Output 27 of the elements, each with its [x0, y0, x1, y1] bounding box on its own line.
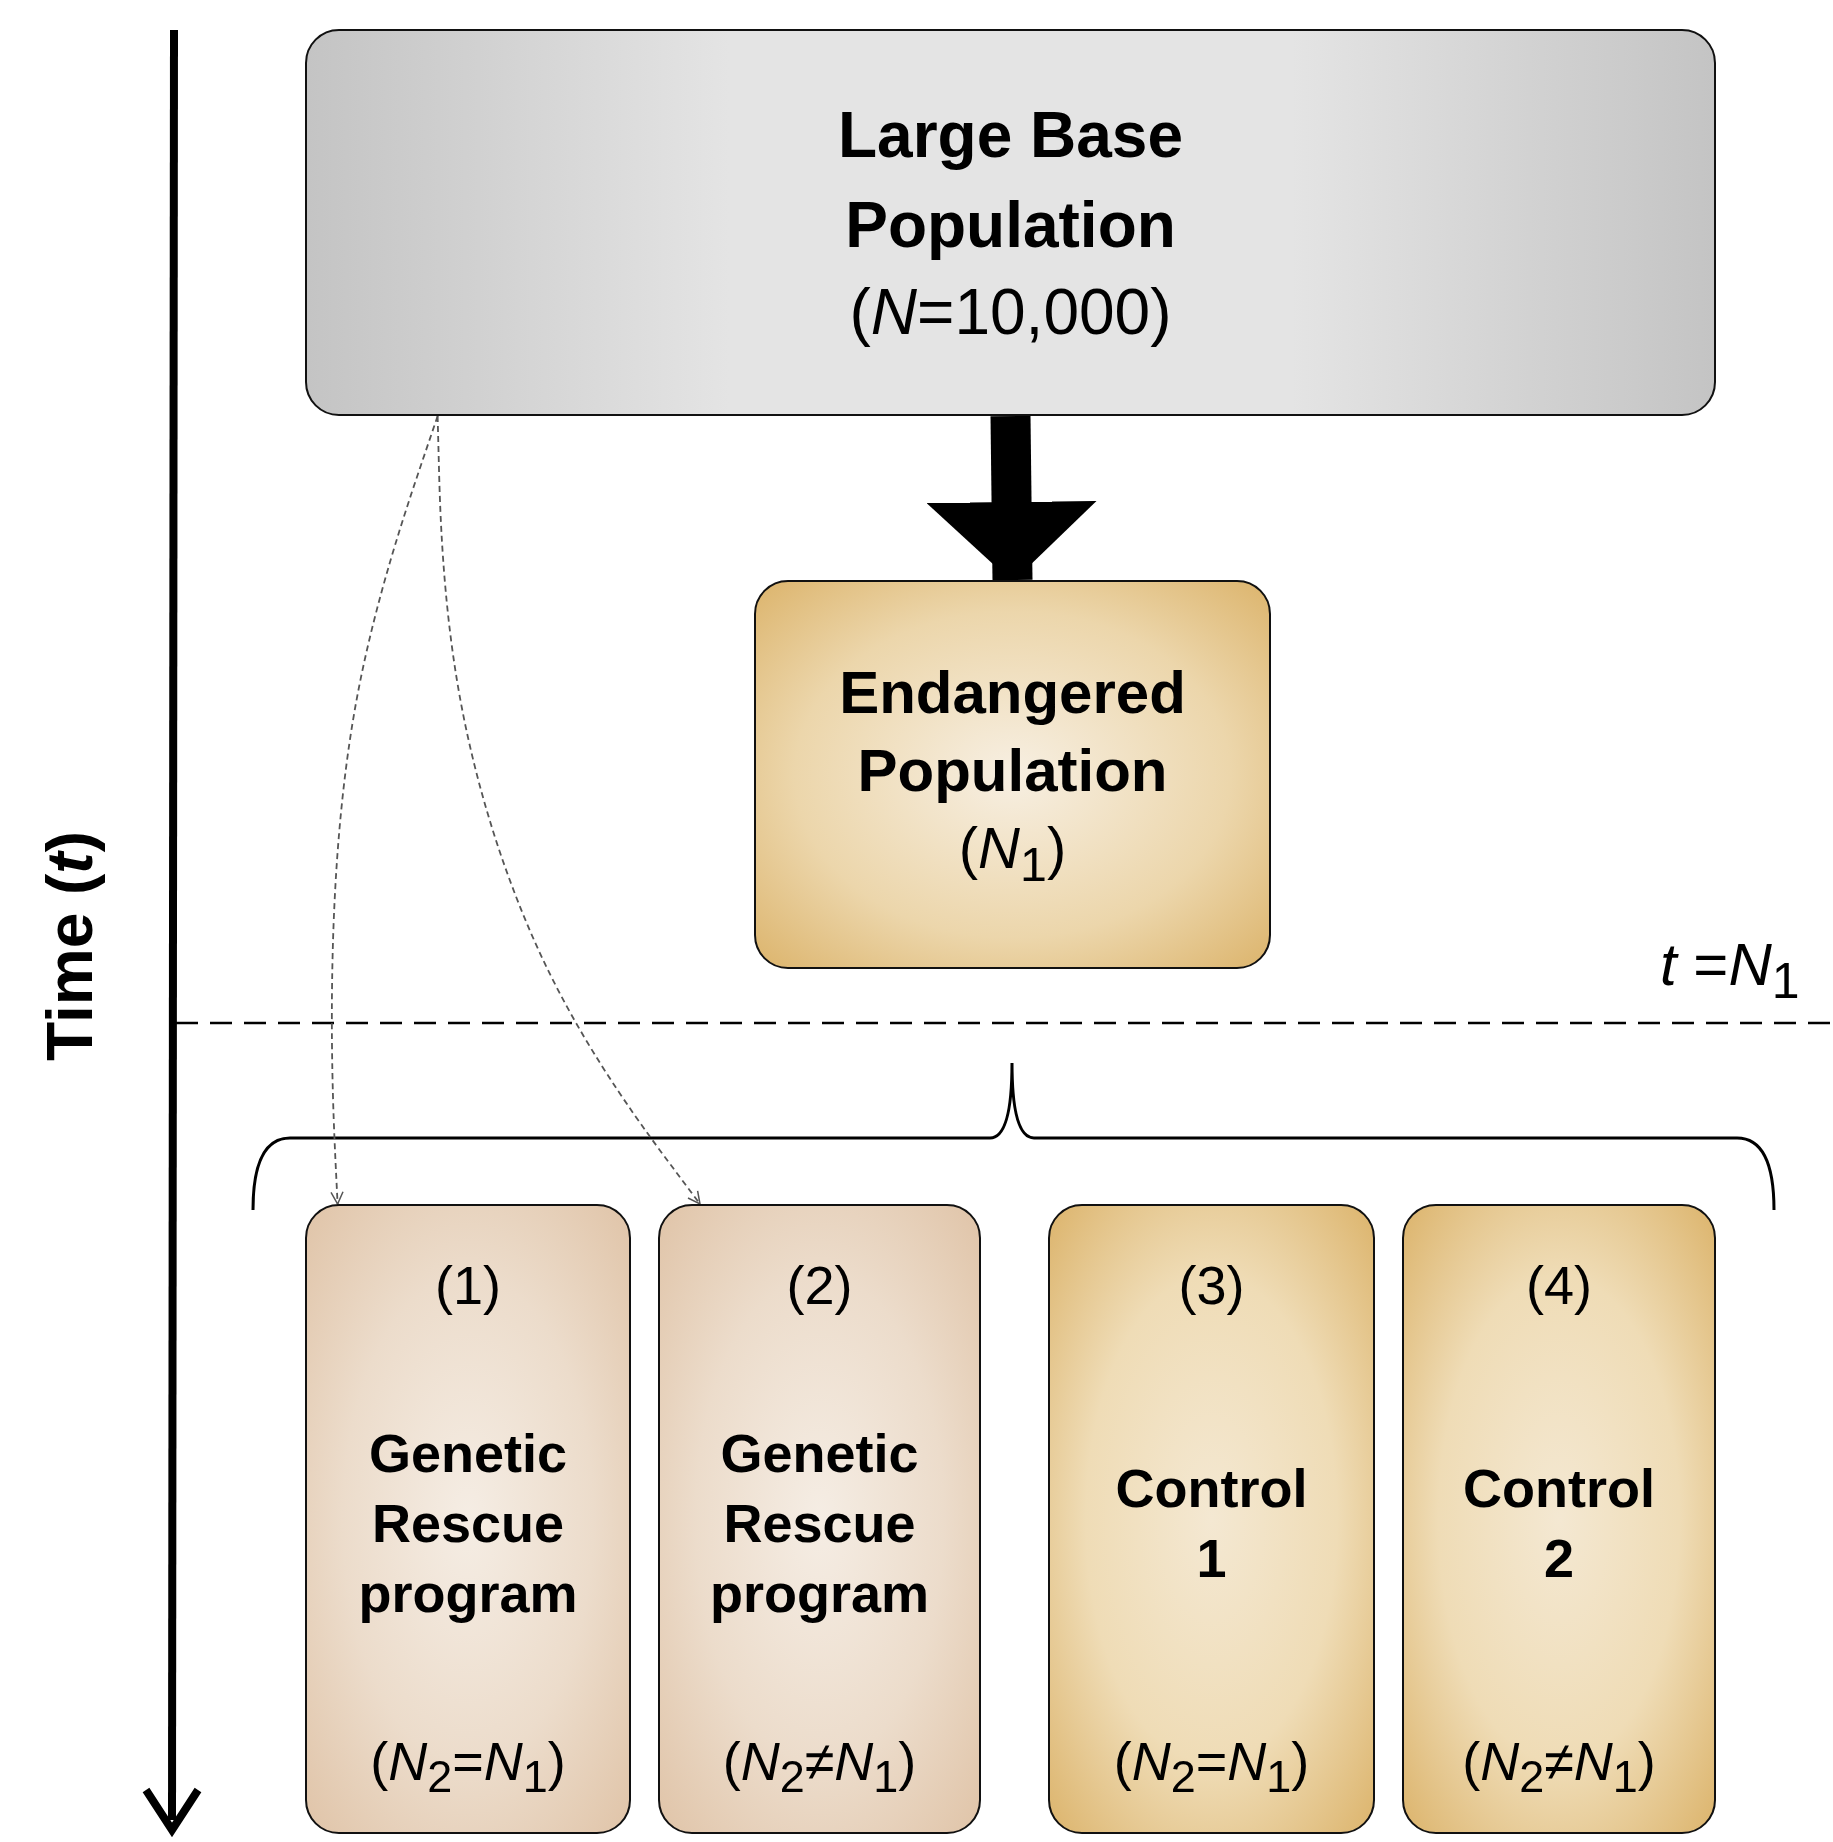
group-number: (4): [1526, 1254, 1592, 1317]
population-size: (N$_{2}$=N$_{1}$): [1113, 1729, 1310, 1804]
population-size: (N$_{2}$≠N$_{1}$): [1462, 1729, 1656, 1804]
group-number: (2): [786, 1254, 853, 1317]
group-number: (1): [435, 1254, 501, 1317]
box-title: Genetic Rescue program: [708, 1421, 930, 1626]
population-box: [305, 29, 1716, 416]
population-box: [1048, 1204, 1375, 1834]
population-size: (N=10,000): [849, 274, 1172, 350]
population-box: [754, 580, 1271, 969]
block-arrow: [926, 415, 1097, 582]
population-size: (N$_{2}$≠N$_{1}$): [722, 1729, 917, 1804]
axis-label: Time (t): [33, 831, 107, 1061]
box-title: Control 2: [1462, 1456, 1656, 1590]
dashed-arrow: [330, 415, 439, 1205]
box-title: Control 1: [1114, 1456, 1309, 1590]
population-box: [658, 1204, 981, 1834]
population-box: [305, 1204, 631, 1834]
box-title: Endangered Population: [838, 657, 1187, 806]
population-size: (N$_{1}$): [958, 813, 1067, 893]
threshold-label: t =N$_{1}$: [1660, 930, 1800, 1010]
population-size: (N$_{2}$=N$_{1}$): [370, 1729, 566, 1804]
box-title: Large Base Population: [836, 98, 1185, 263]
population-box: [1402, 1204, 1716, 1834]
group-number: (3): [1178, 1254, 1245, 1317]
box-title: Genetic Rescue program: [357, 1421, 579, 1626]
dashed-arrow: [436, 415, 701, 1205]
